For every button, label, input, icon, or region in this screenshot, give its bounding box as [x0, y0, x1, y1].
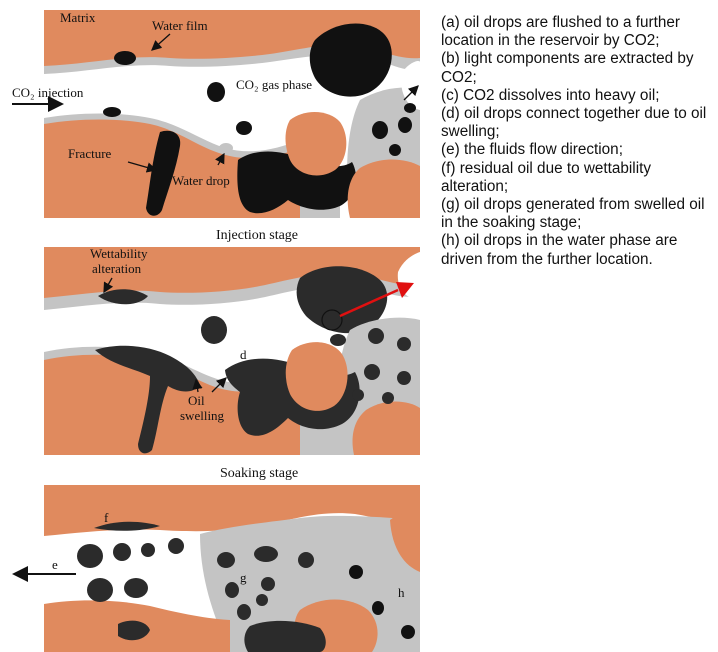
oil-drop [114, 51, 136, 65]
label-d: d [240, 347, 247, 362]
oil-drop [87, 578, 113, 602]
label-g: g [240, 570, 247, 585]
soaking-panel: Wettability alteration d Oil swelling [44, 246, 420, 455]
label-gas-phase: CO₂ gas phase [236, 77, 312, 92]
label-f: f [104, 510, 109, 525]
legend-item-a: (a) oil drops are flushed to a further l… [441, 14, 716, 50]
oil-drop [168, 538, 184, 554]
label-matrix: Matrix [60, 10, 96, 25]
label-wettability: Wettability [90, 246, 148, 261]
label-water-film: Water film [152, 18, 208, 33]
oil-drop [124, 578, 148, 598]
oil-drop [113, 543, 131, 561]
legend-item-b: (b) light components are extracted by CO… [441, 50, 716, 86]
oil-drop [401, 625, 415, 639]
caption-injection: Injection stage [216, 228, 298, 243]
oil-drop [372, 121, 388, 139]
label-alteration: alteration [92, 261, 142, 276]
water-drop [219, 143, 233, 153]
oil-drop [330, 334, 346, 346]
injection-panel: Matrix Water film CO₂ gas phase Fracture… [44, 10, 420, 218]
label-fracture: Fracture [68, 146, 112, 161]
legend-item-e: (e) the fluids flow direction; [441, 141, 716, 159]
oil-drop [217, 552, 235, 568]
oil-drop [404, 103, 416, 113]
oil-drop [261, 577, 275, 591]
legend-item-c: (c) CO2 dissolves into heavy oil; [441, 87, 716, 105]
legend-item-f: (f) residual oil due to wettability alte… [441, 160, 716, 196]
caption-soaking: Soaking stage [220, 466, 298, 481]
label-swelling: swelling [180, 408, 225, 423]
co2-huff-puff-diagram: Matrix Water film CO₂ gas phase Fracture… [0, 0, 440, 652]
oil-drop [225, 582, 239, 598]
oil-drop [368, 328, 384, 344]
oil-drop [298, 552, 314, 568]
label-e: e [52, 557, 58, 572]
oil-drop [201, 316, 227, 344]
production-panel: f g h [44, 485, 420, 652]
oil-drop [207, 82, 225, 102]
oil-drop [254, 546, 278, 562]
oil-drop [372, 601, 384, 615]
label-water-drop: Water drop [172, 173, 230, 188]
matrix-grain-right [286, 112, 347, 176]
oil-drop [382, 392, 394, 404]
oil-drop [389, 144, 401, 156]
legend-item-g: (g) oil drops generated from swelled oil… [441, 196, 716, 232]
oil-drop [141, 543, 155, 557]
oil-drop [352, 389, 364, 401]
label-co2-injection: CO₂ injection [12, 85, 84, 100]
oil-drop [398, 117, 412, 133]
oil-drop [237, 604, 251, 620]
oil-drop [364, 364, 380, 380]
matrix-grain-right [286, 342, 348, 411]
legend-item-h: (h) oil drops in the water phase are dri… [441, 232, 716, 268]
oil-drop [397, 337, 411, 351]
label-oil: Oil [188, 393, 205, 408]
oil-drop [77, 544, 103, 568]
oil-drop [397, 371, 411, 385]
oil-drop [349, 565, 363, 579]
legend-list: (a) oil drops are flushed to a further l… [441, 14, 716, 269]
oil-drop [236, 121, 252, 135]
oil-drop [256, 594, 268, 606]
label-h: h [398, 585, 405, 600]
oil-drop [103, 107, 121, 117]
legend-item-d: (d) oil drops connect together due to oi… [441, 105, 716, 141]
